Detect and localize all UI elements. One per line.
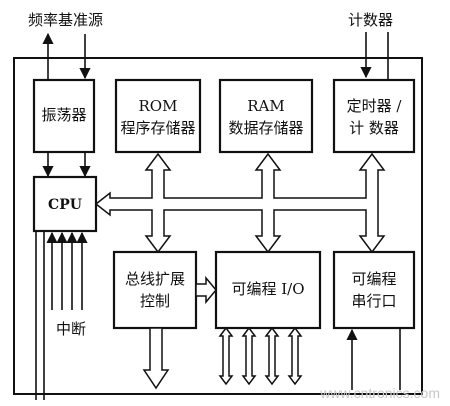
- rom-subtitle: 程序存储器: [120, 119, 195, 137]
- ram-subtitle: 数据存储器: [228, 119, 303, 137]
- bus-expansion-block: [112, 250, 198, 330]
- freq-source-arrows: [42, 32, 91, 82]
- rom-title: ROM: [139, 97, 178, 115]
- ram-title: RAM: [247, 97, 285, 115]
- cpu-label: CPU: [48, 197, 82, 213]
- serial-port-line2: 串行口: [351, 292, 396, 310]
- busext-to-io-arrow: [195, 275, 217, 305]
- timer-label-line1: 定时器 /: [347, 97, 403, 115]
- serial-port-block: [332, 250, 416, 330]
- io-port-arrows: [218, 326, 303, 386]
- programmable-io-block: [214, 250, 322, 330]
- counter-input-label: 计数器: [348, 11, 393, 29]
- osc-to-cpu-arrows: [42, 152, 91, 178]
- chip-boundary: [13, 57, 423, 395]
- watermark: www.cntronics.com: [319, 385, 440, 401]
- bus-expansion-line1: 总线扩展: [125, 270, 185, 288]
- freq-source-label: 频率基准源: [28, 11, 103, 29]
- programmable-io-label: 可编程 I/O: [231, 280, 304, 298]
- interrupt-lines: [46, 231, 88, 310]
- oscillator-label: 振荡器: [41, 106, 86, 124]
- bus-expansion-line2: 控制: [140, 292, 170, 310]
- ram-block: [218, 78, 314, 154]
- oscillator-block: [32, 78, 96, 154]
- cpu-external-lines: [35, 231, 45, 400]
- busext-external-arrow: [142, 327, 170, 390]
- internal-bus: [94, 152, 386, 254]
- serial-port-line1: 可编程: [351, 270, 396, 288]
- interrupt-label: 中断: [56, 320, 86, 338]
- serial-port-lines: [346, 328, 401, 390]
- timer-counter-block: [332, 78, 416, 154]
- rom-block: [114, 78, 202, 154]
- timer-label-line2: 计 数器: [349, 119, 399, 137]
- cpu-block: [32, 175, 98, 233]
